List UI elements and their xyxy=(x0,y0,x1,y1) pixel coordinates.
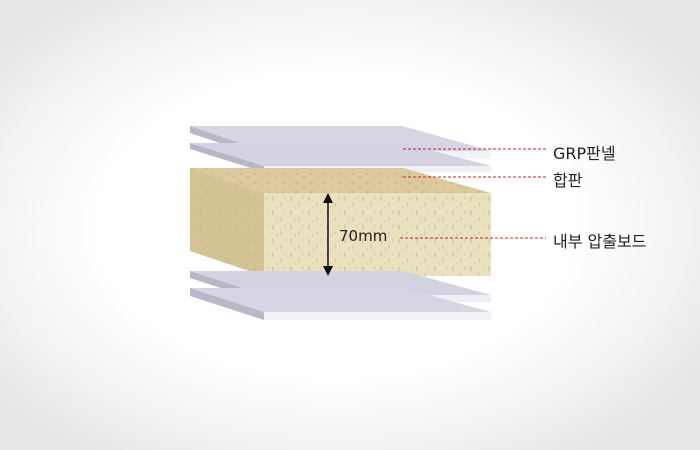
leader-lines xyxy=(400,148,546,239)
grp-sheet-bottom xyxy=(190,288,491,320)
label-core-board: 내부 압출보드 xyxy=(553,232,647,251)
label-plywood: 합판 xyxy=(553,171,583,190)
thickness-arrow xyxy=(323,193,333,276)
foam-core-board xyxy=(190,168,491,276)
thickness-label: 70mm xyxy=(339,227,388,245)
label-grp-panel: GRP판넬 xyxy=(553,144,616,163)
